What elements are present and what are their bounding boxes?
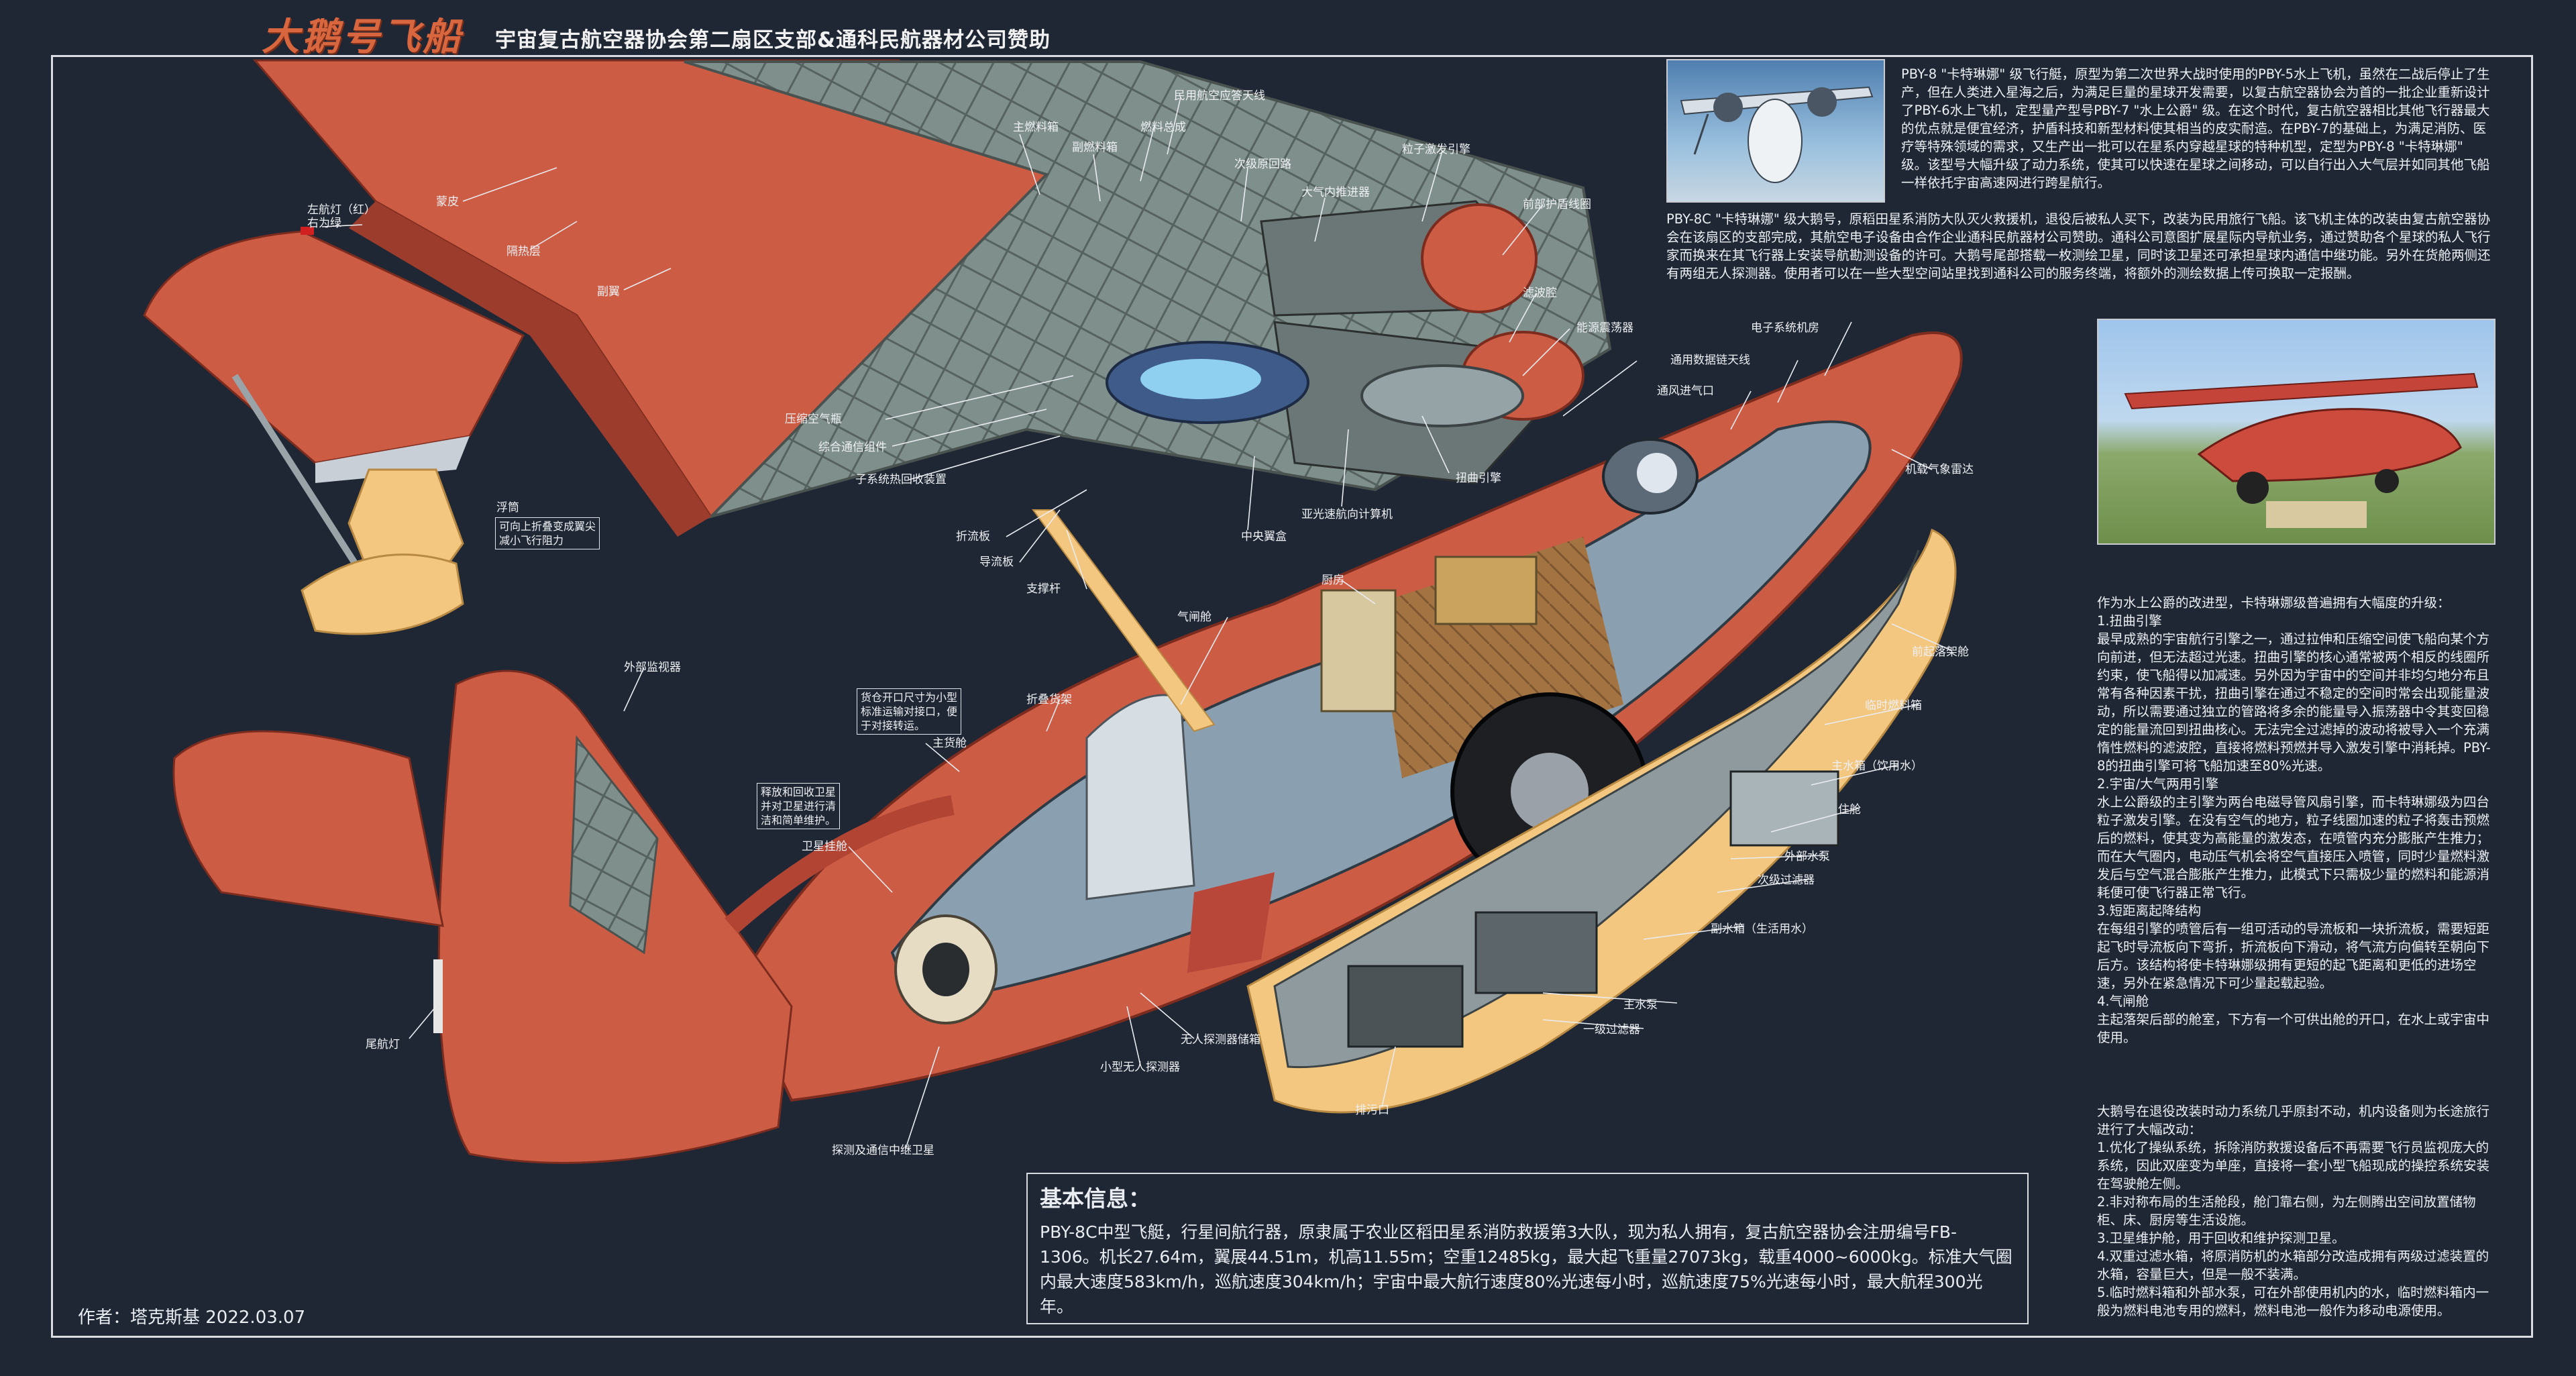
basic-info-box: 基本信息： PBY-8C中型飞艇，行星间航行器，原隶属于农业区稻田星系消防救援第… (1026, 1173, 2029, 1324)
callout-lines (321, 97, 1953, 1149)
tail (172, 670, 955, 1164)
parked-plane-photo-icon (2124, 372, 2479, 528)
label-vent: 通风进气口 (1657, 384, 1714, 398)
mods-list: 1.优化了操纵系统，拆除消防救援设备后不再需要飞行员监视庞大的系统，因此双座变为… (2097, 1140, 2490, 1318)
label-temp-fuel: 临时燃料箱 (1865, 699, 1922, 712)
label-sat-mount: 卫星挂舱 (802, 840, 847, 853)
label-small-drone: 小型无人探测器 (1100, 1061, 1180, 1074)
basic-info-body: PBY-8C中型飞艇，行星间航行器，原隶属于农业区稻田星系消防救援第3大队，现为… (1040, 1222, 2012, 1316)
mods-title: 大鹅号在退役改装时动力系统几乎原封不动，机内设备则为长途旅行进行了大幅改动： (2097, 1104, 2490, 1137)
cargo-note: 货仓开口尺寸为小型 标准运输对接口，便 于对接转运。 (857, 688, 962, 735)
fuselage (736, 331, 1963, 1102)
label-heat-recovery: 子系统热回收装置 (855, 473, 947, 486)
label-aux-wing: 副翼 (597, 285, 620, 299)
label-aux-fuel: 副燃料箱 (1072, 141, 1118, 154)
modification-section: 大鹅号在退役改装时动力系统几乎原封不动，机内设备则为长途旅行进行了大幅改动： 1… (2097, 1102, 2494, 1320)
label-tail-light: 尾航灯 (366, 1038, 400, 1051)
page-title: 大鹅号飞船 (262, 15, 463, 59)
label-fuel-bus: 燃料总成 (1140, 121, 1186, 134)
flying-boat-photo (1666, 59, 1885, 203)
engine-nacelles (1106, 200, 1585, 484)
float-note: 可向上折叠变成翼尖 减小飞行阻力 (495, 517, 600, 549)
label-main-cabin: 主货舱 (932, 737, 967, 750)
label-folding-rack: 折叠货架 (1026, 693, 1072, 706)
sponsor-line: 宇宙复古航空器协会第二扇区支部&通科民航器材公司赞助 (495, 28, 1051, 52)
upgrade-list: 1.扭曲引擎 最早成熟的宇宙航行引擎之一，通过拉伸和压缩空间使飞船向某个方向前进… (2097, 613, 2491, 1045)
author-credit: 作者：塔克斯基 2022.03.07 (78, 1308, 306, 1328)
label-airlock: 气闸舱 (1177, 611, 1212, 624)
label-left-nav-light: 左航灯（红）右为绿 (307, 203, 376, 230)
callout-labels: 左航灯（红）右为绿 蒙皮 隔热层 副翼 主燃料箱 副燃料箱 燃料总成 民用航空应… (307, 89, 1974, 1157)
upgrade-title: 作为水上公爵的改进型，卡特琳娜级普遍拥有大幅度的升级： (2097, 595, 2451, 611)
outer-frame (51, 55, 2533, 1338)
label-skin: 蒙皮 (436, 195, 459, 209)
label-capacitor: 能源震荡器 (1576, 321, 1633, 335)
label-guide-plate: 导流板 (979, 555, 1014, 569)
hull-bottom (1246, 528, 1957, 1114)
label-sub-loop: 次级原回路 (1234, 158, 1291, 171)
label-aux-water: 副水箱（生活用水） (1711, 922, 1813, 936)
description-pby8: PBY-8 "卡特琳娜" 级飞行艇，原型为第二次世界大战时使用的PBY-5水上飞… (1901, 66, 2490, 191)
label-nav-computer: 亚光速航向计算机 (1301, 508, 1393, 521)
label-electronics: 电子系统机房 (1751, 321, 1819, 335)
label-particle-engine: 粒子激发引擎 (1402, 143, 1470, 156)
upgrade-section: 作为水上公爵的改进型，卡特琳娜级普遍拥有大幅度的升级： 1.扭曲引擎 最早成熟的… (2097, 594, 2494, 1047)
description-pby8c: PBY-8C "卡特琳娜" 级大鹅号，原稻田星系消防大队灭火救援机，退役后被私人… (1666, 211, 2491, 281)
basic-info-heading: 基本信息： (1040, 1185, 1150, 1212)
label-weather-radar: 机载气象雷达 (1905, 463, 1974, 476)
label-drain: 排污口 (1355, 1104, 1389, 1117)
label-main-pump: 主水泵 (1623, 998, 1658, 1012)
label-front-shield: 前部护盾线圈 (1523, 198, 1591, 211)
label-ext-monitor: 外部监视器 (624, 661, 681, 674)
label-kitchen: 厨房 (1322, 574, 1344, 587)
satellite-note: 释放和回收卫星 并对卫星进行清 洁和简单维护。 (757, 783, 841, 829)
label-main-fuel: 主燃料箱 (1013, 121, 1059, 134)
label-drone-store: 无人探测器储箱 (1181, 1033, 1260, 1047)
label-main-water: 主水箱（饮用水） (1831, 759, 1923, 773)
label-filter-chamber: 滤波腔 (1523, 286, 1557, 300)
label-strut: 支撑杆 (1026, 582, 1061, 596)
label-antenna: 民用航空应答天线 (1174, 89, 1265, 103)
label-bulkhead: 隔热层 (506, 245, 541, 258)
flying-boat-photo-icon (1680, 86, 1874, 183)
label-thruster: 大气内推进器 (1301, 186, 1370, 199)
label-datalink: 通用数据链天线 (1670, 354, 1750, 367)
label-compressor: 压缩空气瓶 (785, 413, 842, 426)
label-quarters: 住舱 (1838, 803, 1861, 816)
label-spoiler: 折流板 (956, 530, 990, 543)
label-comm-unit: 综合通信组件 (818, 441, 887, 454)
label-float: 浮筒 (496, 501, 519, 515)
parked-plane-photo (2097, 319, 2496, 545)
label-sec-filter: 次级过滤器 (1758, 874, 1815, 887)
label-twist-engine: 扭曲引擎 (1456, 472, 1501, 485)
label-front-gear: 前起落架舱 (1912, 645, 1969, 659)
wing-tip-float (143, 227, 525, 635)
label-pri-filter: 一级过滤器 (1583, 1023, 1640, 1037)
label-relay-sat: 探测及通信中继卫星 (832, 1144, 934, 1157)
label-center-box: 中央翼盒 (1241, 530, 1287, 543)
label-ext-pump: 外部水泵 (1784, 850, 1830, 863)
